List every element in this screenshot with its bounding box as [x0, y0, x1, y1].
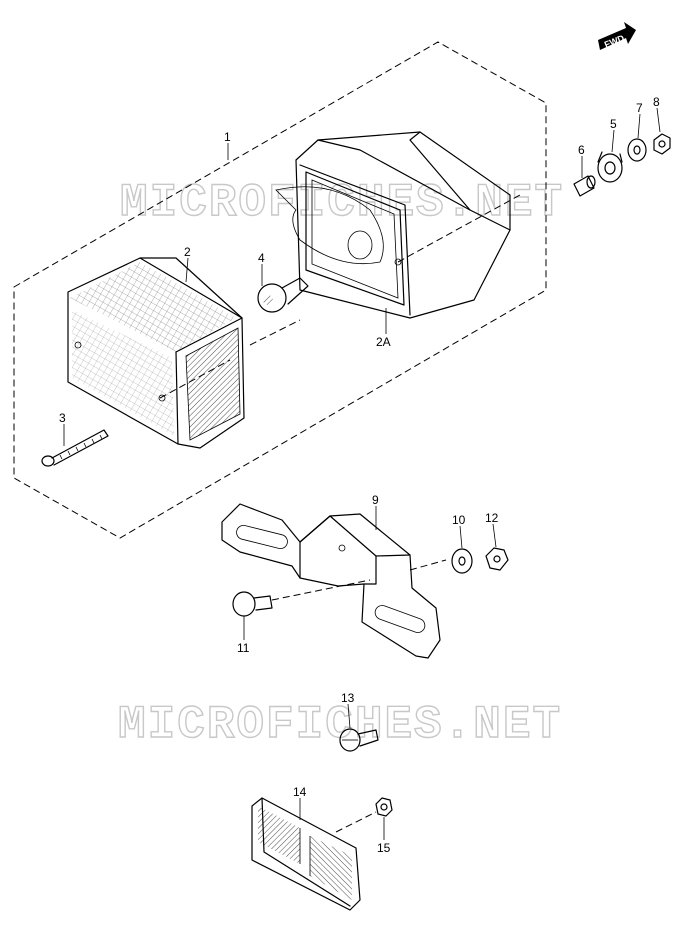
mounting-bracket — [221, 503, 441, 659]
nut-15 — [375, 797, 393, 817]
washer-10 — [451, 548, 473, 574]
screw-long — [41, 429, 109, 467]
leader-bolt — [271, 579, 371, 601]
assembly-group-box — [13, 41, 547, 539]
callout-3: 3 — [59, 411, 66, 425]
callout-leaders — [63, 107, 661, 840]
fwd-arrow-icon: FWD — [598, 22, 636, 50]
callout-7: 7 — [636, 101, 643, 115]
nut-8 — [653, 133, 671, 155]
bulb — [257, 277, 309, 313]
grommet — [597, 151, 623, 183]
callout-9: 9 — [372, 493, 379, 507]
leader-screw — [159, 359, 231, 399]
washer-7 — [627, 138, 647, 162]
nut-12 — [485, 547, 509, 571]
leader-reflector-nut — [335, 811, 377, 833]
lamp-housing — [275, 131, 511, 319]
callout-14: 14 — [293, 785, 307, 799]
callout-2: 2 — [184, 245, 191, 259]
callout-2a: 2A — [376, 335, 391, 349]
collar — [573, 175, 596, 197]
watermark-bottom: MICROFICHES.NET — [118, 699, 562, 751]
callout-10: 10 — [452, 513, 466, 527]
callout-1: 1 — [224, 130, 231, 144]
leader-housing — [397, 194, 521, 263]
bolt-11 — [232, 591, 273, 617]
callout-6: 6 — [578, 143, 585, 157]
callout-11: 11 — [237, 641, 250, 655]
callout-12: 12 — [485, 511, 499, 525]
screw-13 — [339, 728, 379, 752]
callout-15: 15 — [377, 841, 391, 855]
fwd-label: FWD — [603, 33, 626, 50]
reflector — [251, 797, 361, 911]
lamp-lens — [67, 257, 245, 449]
watermark-top: MICROFICHES.NET — [120, 177, 564, 229]
leader-bracket-washer — [409, 559, 447, 571]
callout-4: 4 — [258, 251, 265, 265]
callout-5: 5 — [610, 117, 617, 131]
callout-13: 13 — [341, 691, 355, 705]
leader-bulb-lens — [249, 319, 301, 346]
callout-8: 8 — [653, 95, 660, 109]
